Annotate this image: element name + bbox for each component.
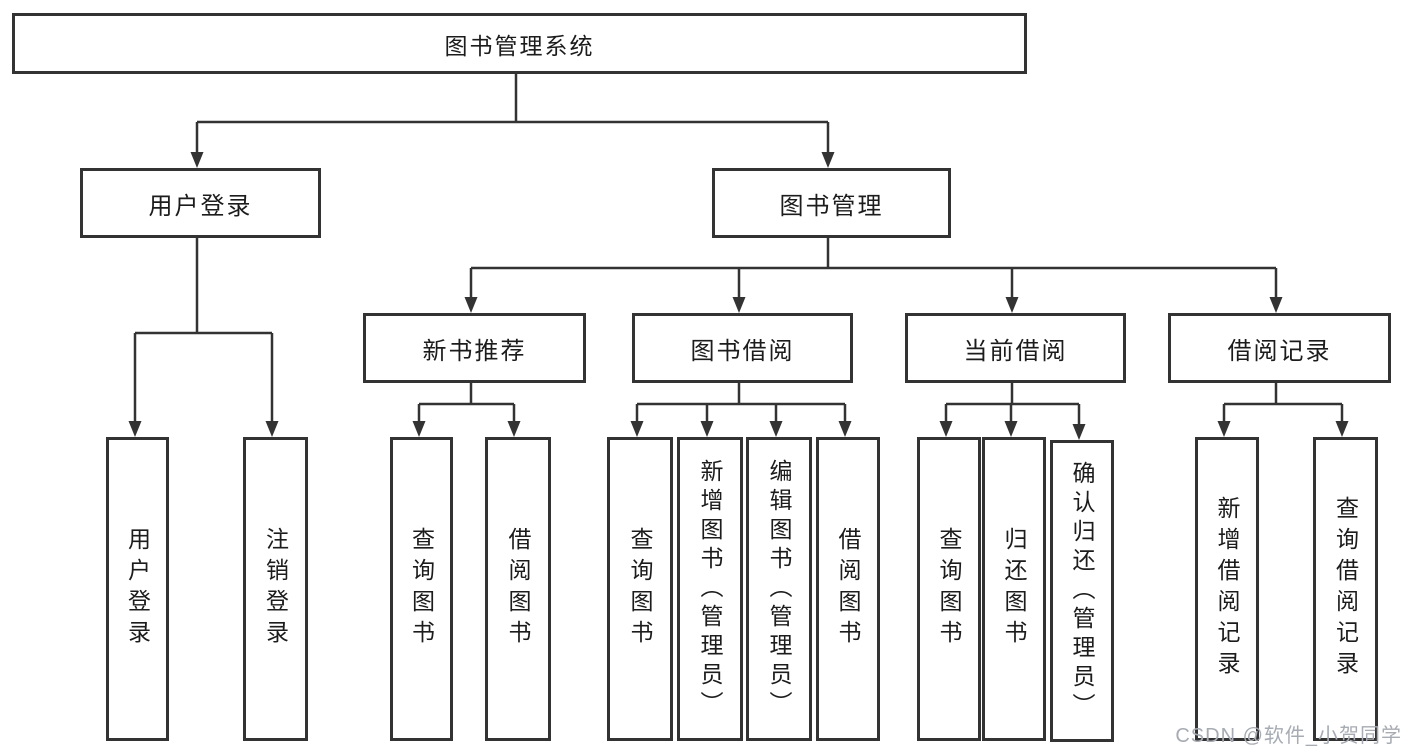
leaf-logout: 注销登录 (243, 437, 308, 741)
connector-records-children (1222, 377, 1344, 425)
connector-bookmgmt-to-level3 (469, 232, 1278, 301)
leaf-user-login: 用户登录 (106, 437, 169, 741)
leaf-query-books-borrow: 查询图书 (607, 437, 673, 741)
connector-userlogin-children (133, 232, 274, 425)
node-book-management: 图书管理 (712, 168, 951, 238)
node-new-book-recommend: 新书推荐 (363, 313, 586, 383)
leaf-query-borrow-record: 查询借阅记录 (1313, 437, 1378, 741)
connector-bookborrow-children (635, 377, 847, 425)
node-library-management-system: 图书管理系统 (12, 13, 1027, 74)
leaf-return-book: 归还图书 (982, 437, 1046, 741)
leaf-query-books-recommend: 查询图书 (390, 437, 453, 741)
leaf-add-borrow-record: 新增借阅记录 (1195, 437, 1259, 741)
leaf-add-book-admin: 新增图书（管理员） (677, 437, 743, 741)
node-current-borrow: 当前借阅 (905, 313, 1126, 383)
csdn-watermark: CSDN @软件_小贺同学 (1175, 725, 1402, 747)
leaf-edit-book-admin: 编辑图书（管理员） (746, 437, 812, 741)
node-borrow-records: 借阅记录 (1168, 313, 1391, 383)
node-user-login: 用户登录 (80, 168, 321, 238)
leaf-query-books-current: 查询图书 (917, 437, 981, 741)
connector-root-to-level2 (195, 68, 830, 156)
connector-newbook-children (417, 377, 516, 425)
connector-currentborrow-children (944, 377, 1081, 428)
node-book-borrow: 图书借阅 (632, 313, 853, 383)
leaf-borrow-books: 借阅图书 (816, 437, 880, 741)
leaf-confirm-return-admin: 确认归还（管理员） (1050, 440, 1114, 742)
leaf-borrow-books-recommend: 借阅图书 (485, 437, 551, 741)
arrowheads (128, 152, 1349, 440)
